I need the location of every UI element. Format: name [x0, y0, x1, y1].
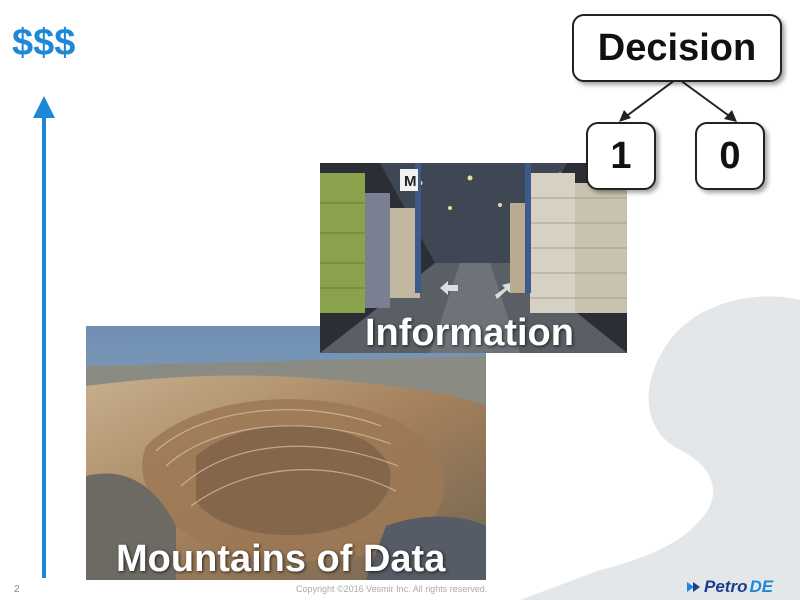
open-pit-mine-image — [86, 326, 486, 580]
petrode-logo: Petro DE — [685, 577, 773, 597]
page-number: 2 — [14, 584, 20, 595]
logo-icon — [687, 582, 700, 592]
warehouse-image: M — [320, 163, 627, 353]
information-label: Information — [365, 312, 574, 354]
logo-text-petro: Petro — [704, 577, 748, 596]
copyright-text: Copyright ©2016 Vesmir Inc. All rights r… — [296, 584, 488, 594]
mountains-of-data-label: Mountains of Data — [116, 538, 446, 580]
decision-branch-zero: 0 — [695, 122, 765, 190]
dollar-signs-heading: $$$ — [12, 22, 76, 64]
logo-text-de: DE — [749, 577, 774, 596]
decision-branch-one: 1 — [586, 122, 656, 190]
decision-node: Decision — [572, 14, 782, 82]
warehouse-sign: M — [404, 173, 417, 190]
